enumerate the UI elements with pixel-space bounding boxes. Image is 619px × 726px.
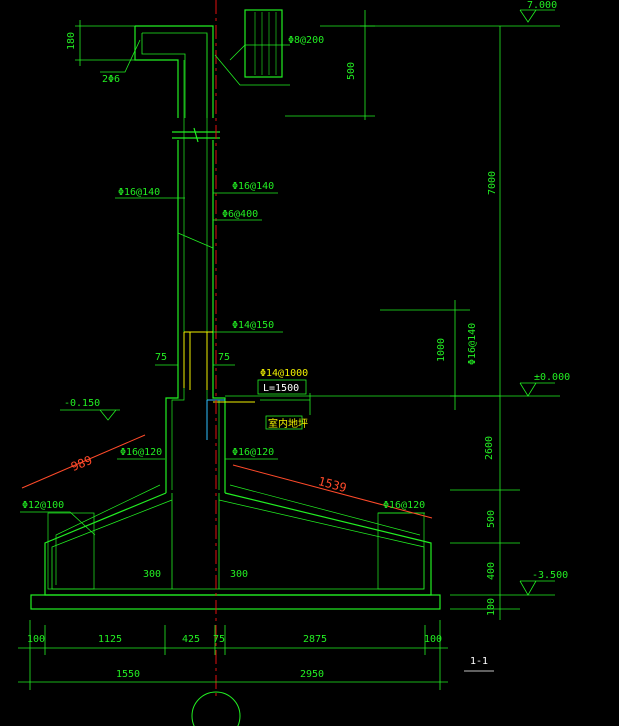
label-2phi6: 2Φ6	[102, 74, 120, 85]
dim-bottom-1125: 1125	[98, 634, 122, 645]
wall-break	[172, 127, 220, 143]
label-short-bar-len: L=1500	[263, 383, 299, 394]
wall-cap-inner	[141, 32, 208, 118]
label-dowel-right: Φ16@140	[467, 323, 478, 365]
measure-left	[21, 434, 146, 489]
footing-inner	[51, 499, 425, 590]
dim-1000-vert	[380, 300, 470, 410]
elev-left: -0.150	[64, 398, 100, 409]
dim-300-left: 300	[143, 569, 161, 580]
dim-bottom-1550: 1550	[116, 669, 140, 680]
dim-bottom-row1	[18, 620, 448, 690]
base-slab	[30, 594, 441, 610]
slope-box-left	[47, 512, 95, 590]
dim-bottom-100-left: 100	[27, 634, 45, 645]
dim-400: 400	[486, 562, 497, 580]
wall-left-face	[165, 140, 179, 493]
section-label: 1-1	[470, 656, 488, 667]
wall-cap	[134, 25, 214, 118]
stirrup-lines	[254, 12, 277, 75]
label-footing-right: Φ16@120	[232, 447, 274, 458]
slope-rebar-right	[229, 484, 421, 536]
measure-right-label: 1539	[317, 474, 349, 495]
dim-cap-left	[75, 20, 135, 66]
measure-right	[232, 464, 433, 519]
leader-phi8	[214, 44, 290, 86]
indoor-ground-box	[265, 415, 303, 430]
measure-left-label: 989	[69, 453, 94, 474]
dim-bottom-100-right: 100	[424, 634, 442, 645]
dim-cap-height: 180	[66, 32, 77, 50]
stirrup-box	[244, 9, 283, 78]
label-indoor-ground: 室内地坪	[268, 417, 308, 430]
elev-top-mark	[519, 9, 555, 23]
dim-bottom-75: 75	[213, 634, 225, 645]
slope-box-right	[377, 512, 425, 590]
dim-75-right: 75	[218, 352, 230, 363]
label-tie: Φ6@400	[222, 209, 258, 220]
dim-bottom-2875: 2875	[303, 634, 327, 645]
short-bar-label-box	[257, 379, 307, 395]
label-slope-left: Φ12@100	[22, 500, 64, 511]
dim-right-ext	[360, 25, 560, 610]
dim-500-top	[285, 10, 375, 120]
dim-300-right: 300	[230, 569, 248, 580]
dim-bottom-2950: 2950	[300, 669, 324, 680]
elev-bottom: -3.500	[532, 570, 568, 581]
label-wall-left: Φ16@140	[118, 187, 160, 198]
label-wall-right: Φ16@140	[232, 181, 274, 192]
elev-bottom-mark	[519, 580, 555, 596]
wall-rebar-left	[171, 60, 185, 490]
dowel-bar-left	[183, 332, 191, 390]
label-footing-left: Φ16@120	[120, 447, 162, 458]
dim-7000: 7000	[487, 171, 498, 195]
leader-slope-left	[20, 511, 96, 536]
dim-500-bot: 500	[486, 510, 497, 528]
elev-left-mark	[60, 409, 120, 421]
dim-1000: 1000	[436, 338, 447, 362]
dim-500-top-label: 500	[346, 62, 357, 80]
elev-ground: ±0.000	[534, 372, 570, 383]
short-bar-dim	[260, 393, 311, 415]
dim-100-right: 100	[486, 598, 497, 616]
footing-stem	[171, 493, 220, 589]
dim-2600: 2600	[484, 436, 495, 460]
label-dowel: Φ14@150	[232, 320, 274, 331]
wall-right-face	[212, 140, 226, 493]
leader-2phi6	[100, 39, 141, 73]
elev-ground-mark	[519, 382, 555, 397]
label-short-bar: Φ14@1000	[260, 368, 308, 379]
elev-top: 7.000	[527, 0, 557, 11]
dim-bottom-425: 425	[182, 634, 200, 645]
label-slope-right: Φ16@120	[383, 500, 425, 511]
dim-75-left: 75	[155, 352, 167, 363]
label-stirrup: Φ8@200	[288, 35, 324, 46]
slope-rebar-left	[55, 484, 161, 585]
bottom-circle	[191, 691, 241, 726]
leader-tie	[177, 219, 262, 249]
